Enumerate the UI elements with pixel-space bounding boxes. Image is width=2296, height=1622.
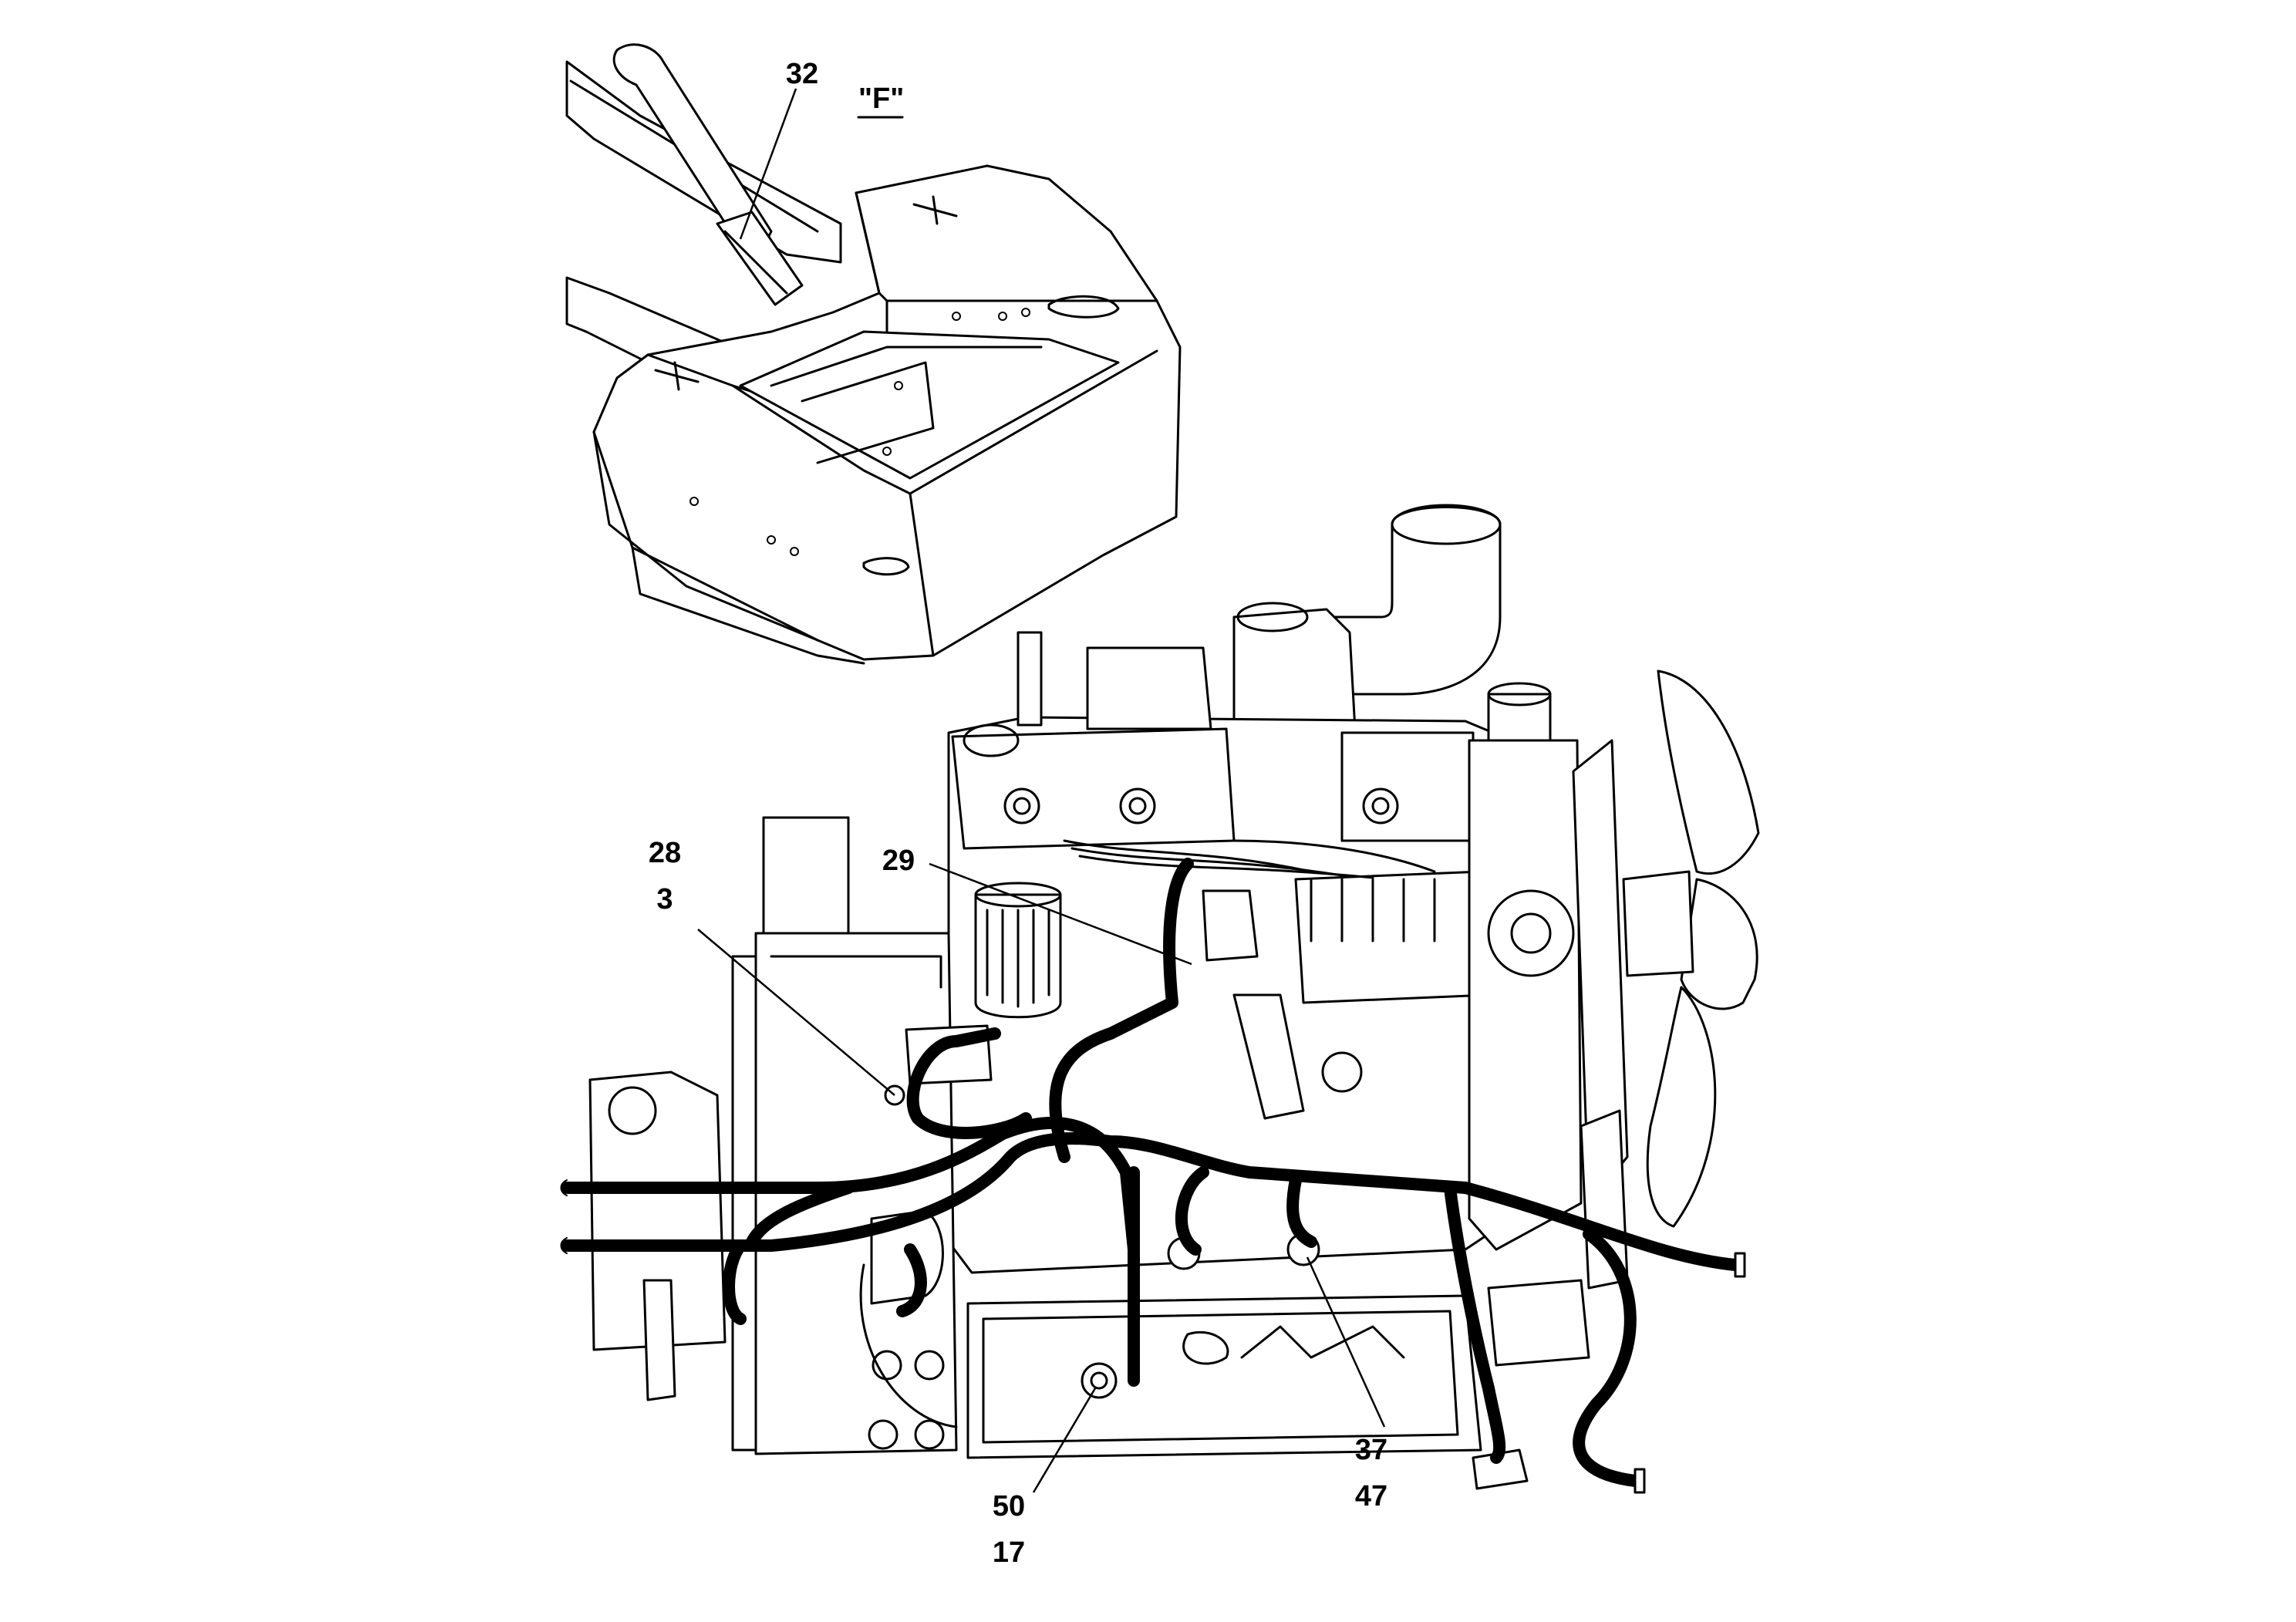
callout-3: 3: [656, 883, 673, 916]
callout-47: 47: [1355, 1480, 1387, 1512]
view-label: "F": [858, 83, 904, 115]
engine-assembly: [588, 504, 1760, 1490]
callout-32: 32: [786, 58, 818, 90]
callout-28: 28: [649, 837, 681, 869]
callout-labels: "F" 32 28 3 29 50 17 37 47: [649, 58, 1387, 1569]
wiring-harness: [560, 858, 1746, 1494]
callout-37: 37: [1355, 1434, 1387, 1466]
leader-lines: [697, 88, 1386, 1493]
counterweight-assembly: [565, 43, 1182, 665]
callout-17: 17: [993, 1536, 1025, 1569]
callout-29: 29: [882, 845, 915, 877]
callout-50: 50: [993, 1490, 1025, 1523]
